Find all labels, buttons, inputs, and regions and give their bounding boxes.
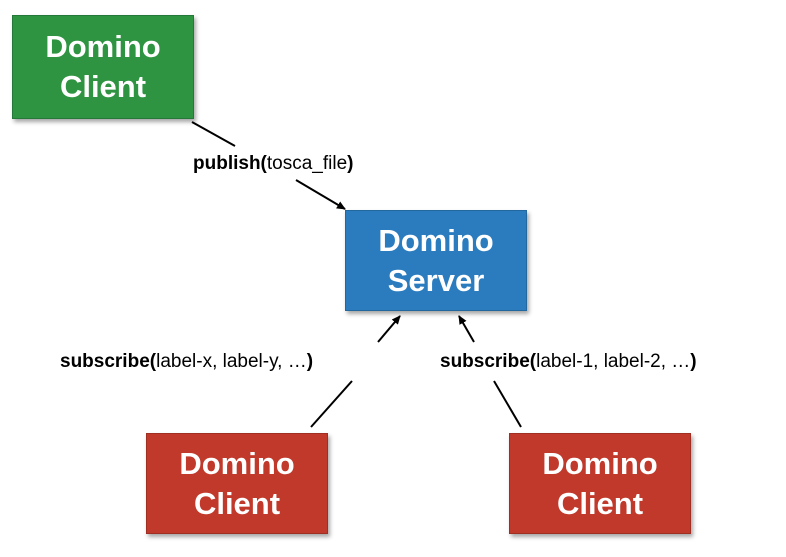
subscribe-right-edge-label: subscribe(label-1, label-2, …) (440, 350, 697, 374)
edge-arguments: label-1, label-2, … (536, 351, 691, 372)
edge-close-paren: ) (690, 351, 697, 372)
domino-client-node-top: Domino Client (12, 15, 194, 119)
edge-arguments: label-x, label-y, … (156, 351, 307, 372)
edge-function-name: subscribe( (60, 351, 157, 372)
publish-edge-label: publish(tosca_file) (193, 152, 354, 176)
edge-function-name: publish( (193, 153, 267, 174)
publish-connector-tail (191, 121, 236, 147)
subscribe-left-connector-arrow (377, 315, 401, 343)
node-title-line2: Client (193, 485, 281, 521)
domino-client-node-right: Domino Client (509, 433, 691, 534)
subscribe-right-connector-tail (493, 380, 522, 428)
node-title-line1: Domino (378, 222, 494, 258)
subscribe-right-connector-arrow (458, 315, 475, 343)
edge-function-name: subscribe( (440, 351, 537, 372)
node-title-line1: Domino (542, 445, 658, 481)
publish-connector-arrow (295, 179, 346, 210)
node-title-line1: Domino (45, 29, 161, 64)
node-title-line1: Domino (179, 445, 295, 481)
subscribe-left-edge-label: subscribe(label-x, label-y, …) (60, 350, 313, 374)
node-title-line2: Client (556, 485, 644, 521)
node-title-line2: Server (387, 262, 485, 298)
subscribe-left-connector-tail (310, 380, 353, 428)
edge-close-paren: ) (347, 153, 354, 174)
domino-client-node-left: Domino Client (146, 433, 328, 534)
edge-close-paren: ) (306, 351, 314, 372)
domino-server-node: Domino Server (345, 210, 527, 311)
node-title-line2: Client (59, 69, 147, 104)
edge-arguments: tosca_file (266, 153, 348, 174)
